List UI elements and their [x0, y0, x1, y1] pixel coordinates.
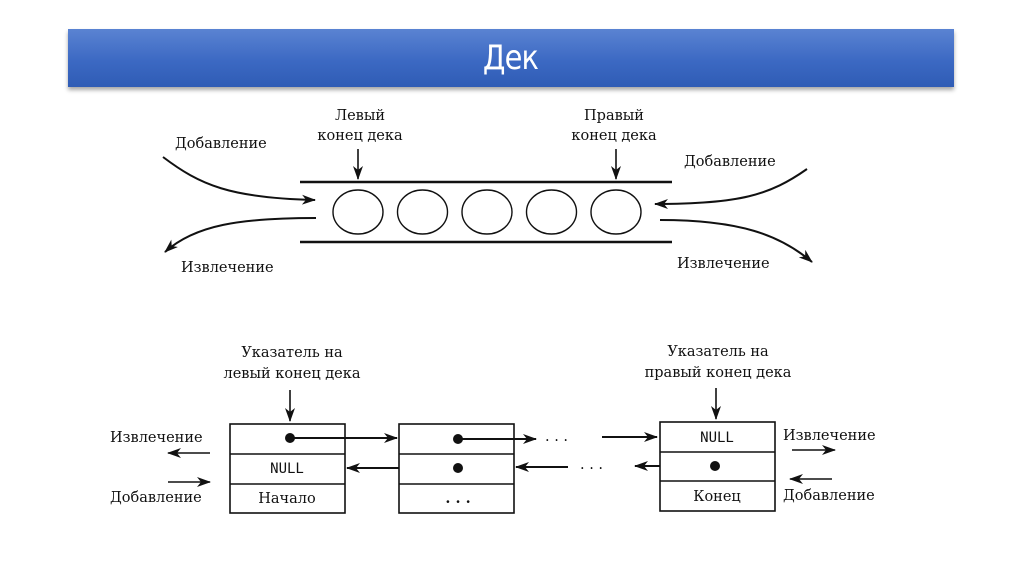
left-end-label-line1: Левый [335, 108, 385, 124]
right-pointer-label-line2: правый конец дека [645, 365, 792, 381]
deque-element-4 [525, 189, 578, 235]
forward-ellipsis: . . . [545, 429, 568, 445]
bottom-left-add-label: Добавление [110, 490, 202, 506]
left-pointer-label-line1: Указатель на [241, 345, 343, 361]
bottom-right-remove-label: Извлечение [783, 428, 876, 444]
deque-element-5 [590, 189, 642, 235]
bottom-linked-deque-diagram: Указатель на левый конец дека Указатель … [110, 344, 876, 514]
node-3-prev-pointer-dot [710, 461, 720, 471]
top-left-remove-arrow-icon [164, 217, 317, 253]
node-3-null-label: NULL [700, 430, 734, 446]
top-deque-diagram: Левый конец дека Правый конец дека Добав… [162, 108, 813, 276]
node-2-prev-pointer-dot [453, 463, 463, 473]
slide-title: Дек [483, 38, 539, 78]
backward-ellipsis: . . . [580, 457, 603, 473]
node-3: NULL Конец [659, 421, 776, 512]
deque-element-1 [332, 189, 384, 235]
node-1-start-label: Начало [258, 491, 315, 507]
top-right-add-label: Добавление [684, 154, 776, 170]
bottom-left-remove-label: Извлечение [110, 430, 203, 446]
top-left-remove-label: Извлечение [181, 260, 274, 276]
left-end-label-line2: конец дека [317, 128, 403, 144]
node-1-null-label: NULL [270, 461, 304, 477]
node-2-ellipsis: . . . [445, 490, 470, 507]
top-left-add-arrow-icon [162, 156, 316, 205]
right-pointer-label-line1: Указатель на [667, 344, 769, 360]
right-end-label-line2: конец дека [571, 128, 657, 144]
deque-element-3 [461, 189, 513, 235]
top-right-remove-arrow-icon [659, 219, 813, 263]
top-right-add-arrow-icon [654, 168, 808, 209]
node-2: . . . [398, 423, 515, 514]
right-end-label-line1: Правый [584, 108, 644, 124]
deque-element-2 [396, 189, 449, 235]
slide-title-bar: Дек [68, 29, 954, 87]
left-pointer-label-line2: левый конец дека [224, 366, 361, 382]
top-right-remove-label: Извлечение [677, 256, 770, 272]
node-3-end-label: Конец [693, 489, 741, 505]
top-left-add-label: Добавление [175, 136, 267, 152]
bottom-right-add-label: Добавление [783, 488, 875, 504]
